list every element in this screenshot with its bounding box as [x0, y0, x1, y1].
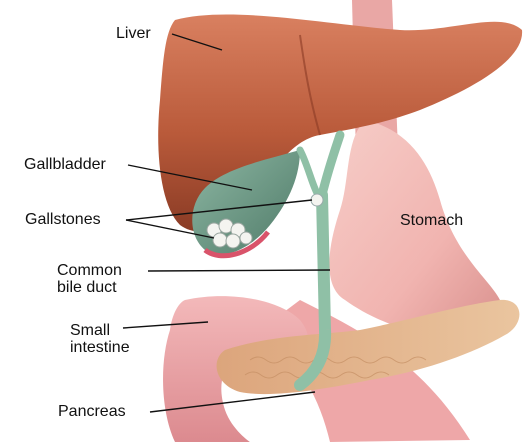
hepatic-duct — [322, 135, 340, 195]
label-small-intestine-line1: Small — [70, 322, 130, 339]
duct-stone — [311, 194, 323, 206]
cystic-duct — [300, 150, 318, 195]
label-gallstones: Gallstones — [25, 211, 101, 228]
label-stomach: Stomach — [400, 212, 463, 229]
leader-common-bile-duct — [148, 270, 330, 271]
label-pancreas: Pancreas — [58, 403, 126, 420]
label-common-bile-duct-line2: bile duct — [57, 279, 122, 296]
label-liver: Liver — [116, 25, 151, 42]
label-small-intestine-line2: intestine — [70, 339, 130, 356]
label-gallbladder: Gallbladder — [24, 156, 106, 173]
label-common-bile-duct: Common bile duct — [57, 262, 122, 296]
label-common-bile-duct-line1: Common — [57, 262, 122, 279]
label-small-intestine: Small intestine — [70, 322, 130, 356]
